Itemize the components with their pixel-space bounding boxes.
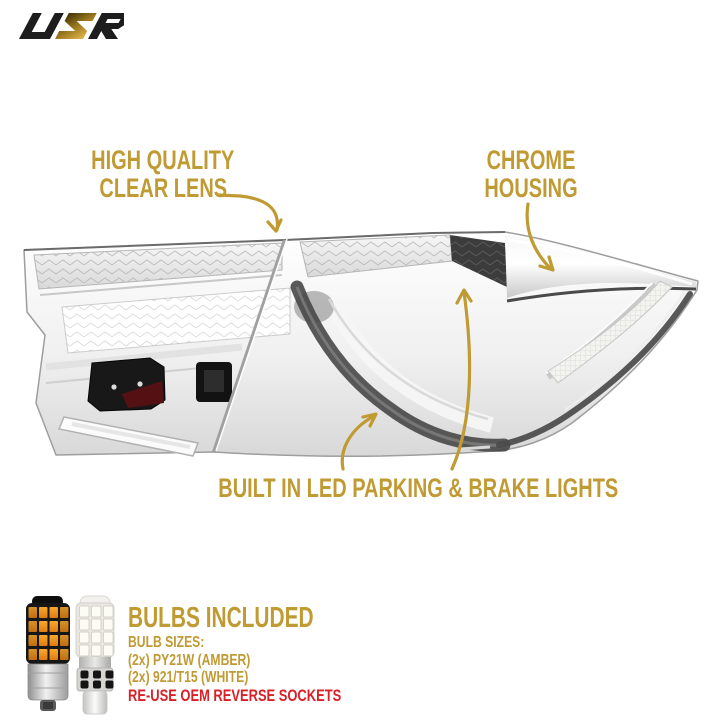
led-strip-dark-texture bbox=[450, 235, 507, 287]
chrome-band-underline bbox=[506, 286, 697, 303]
socket-screw-2 bbox=[137, 381, 143, 387]
lamp-seam-highlight bbox=[215, 238, 288, 452]
led-arrow-left-head bbox=[361, 412, 378, 428]
led-arrow-right bbox=[450, 290, 472, 471]
clear-lens-line2: CLEAR LENS bbox=[99, 173, 227, 203]
amber-led-bulb bbox=[26, 596, 70, 711]
led-strip-left-texture bbox=[34, 243, 282, 289]
white-bulb-neck bbox=[79, 657, 111, 668]
usr-logo bbox=[18, 13, 124, 39]
lens-streak-1 bbox=[45, 343, 243, 371]
chrome-housing-line2: HOUSING bbox=[484, 173, 578, 203]
bulbs-included-title: BULBS INCLUDED bbox=[128, 602, 314, 634]
logo-letter-u bbox=[18, 13, 64, 39]
c-channel-highlight bbox=[295, 286, 505, 447]
clear-lens-callout: HIGH QUALITY CLEAR LENS bbox=[38, 146, 288, 202]
clear-lens-line1: HIGH QUALITY bbox=[91, 145, 235, 175]
led-bulbs-photo bbox=[26, 595, 115, 715]
amber-bulb-contact-shade bbox=[43, 702, 53, 709]
led-strip-right-texture bbox=[300, 235, 452, 277]
led-arrow-right-head bbox=[455, 288, 473, 305]
reflector-band-left-texture bbox=[62, 288, 290, 353]
tail-light-photo bbox=[23, 231, 699, 458]
chrome-housing-callout: CHROME HOUSING bbox=[406, 146, 656, 202]
led-arrow-left bbox=[340, 414, 376, 471]
led-lights-callout: BUILT IN LED PARKING & BRAKE LIGHTS bbox=[148, 474, 618, 502]
usr-logo-letters bbox=[18, 13, 124, 39]
reverse-sockets-warning: RE-USE OEM REVERSE SOCKETS bbox=[128, 685, 342, 705]
chrome-housing-line1: CHROME bbox=[486, 145, 576, 175]
led-lights-label: BUILT IN LED PARKING & BRAKE LIGHTS bbox=[218, 473, 619, 503]
outer-dark-sweep bbox=[496, 291, 693, 448]
socket-1-red-seal bbox=[122, 381, 164, 408]
white-led-chips bbox=[79, 605, 114, 657]
white-bulb-socket-holes bbox=[80, 670, 114, 689]
outer-sweep-highlight bbox=[564, 290, 686, 411]
inner-lamp-section bbox=[33, 242, 291, 457]
chrome-housing-arrowhead bbox=[538, 255, 555, 272]
white-bulb-base bbox=[82, 690, 108, 715]
bottom-edge-line bbox=[217, 445, 491, 454]
chrome-housing-arrow bbox=[525, 202, 553, 271]
logo-letter-s bbox=[54, 13, 97, 39]
socket-screw-1 bbox=[111, 384, 117, 390]
clear-lens-arrow bbox=[216, 193, 280, 232]
lens-top-edge bbox=[23, 231, 506, 251]
lens-sweep-line bbox=[327, 298, 489, 421]
lens-groove-line bbox=[39, 274, 283, 296]
chrome-band-highlight bbox=[507, 238, 693, 286]
white-led-bulb bbox=[75, 595, 115, 715]
amber-bulb-body bbox=[26, 603, 70, 664]
amber-bulb-base bbox=[27, 663, 69, 701]
bulb-size-white: (2x) 921/T15 (WHITE) bbox=[128, 669, 249, 686]
bulb-size-amber: (2x) PY21W (AMBER) bbox=[128, 651, 251, 669]
amber-bulb-base-grooves bbox=[28, 672, 68, 689]
lower-reflector-highlight bbox=[71, 422, 191, 449]
logo-letter-r bbox=[87, 13, 124, 39]
reverse-reflector-strip bbox=[547, 280, 673, 384]
socket-2-opening bbox=[204, 370, 224, 392]
chrome-housing-band bbox=[505, 235, 697, 298]
lamp-seam bbox=[212, 239, 287, 453]
bulbs-included-section: BULBS INCLUDED BULB SIZES: (2x) PY21W (A… bbox=[128, 603, 409, 705]
bulb-sizes-subtitle: BULB SIZES: bbox=[128, 634, 205, 651]
amber-led-chips bbox=[28, 607, 69, 660]
clear-lens-arrowhead bbox=[266, 218, 283, 233]
